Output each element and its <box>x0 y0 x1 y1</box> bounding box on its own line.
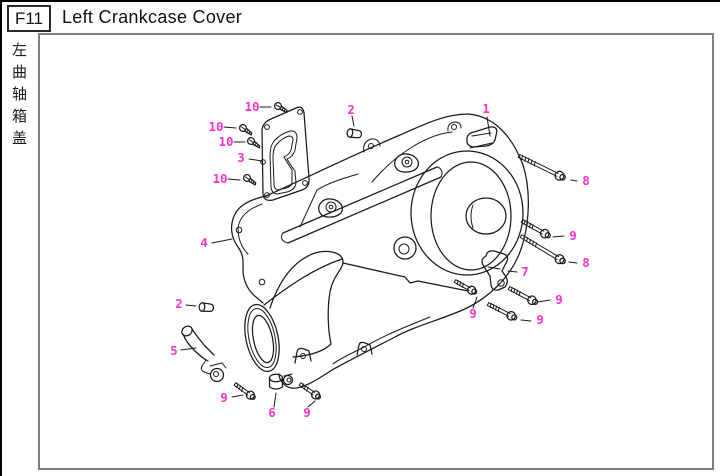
part-bracket <box>481 250 509 291</box>
part-dowel-pin-left <box>198 301 215 313</box>
part-screw-10-3 <box>245 135 263 151</box>
leader-lines <box>180 106 578 408</box>
callout-5: 5 <box>170 343 178 358</box>
diagram-frame <box>38 33 714 470</box>
part-lever <box>181 325 227 383</box>
callout-10-3: 10 <box>218 134 233 149</box>
callout-9-right-2: 9 <box>555 292 563 307</box>
part-screw-10-1 <box>272 100 290 116</box>
part-screw-10-4 <box>241 172 259 188</box>
part-cover-latch <box>466 126 498 149</box>
part-bolt-9-right-4 <box>485 299 520 323</box>
callout-3: 3 <box>237 150 245 165</box>
part-bolt-8-upper <box>516 151 568 184</box>
callout-8-upper: 8 <box>582 173 590 188</box>
part-dowel-pin-top <box>346 127 363 140</box>
callout-9-right-3: 9 <box>469 306 477 321</box>
callout-4: 4 <box>200 235 208 250</box>
callout-6: 6 <box>268 405 276 420</box>
callout-9-bottom-2: 9 <box>303 405 311 420</box>
exploded-parts-diagram: 1 2 2 3 4 5 6 7 8 8 9 9 9 9 9 9 10 10 10… <box>170 99 590 420</box>
callout-10-4: 10 <box>212 171 227 186</box>
page-border-top <box>0 0 720 2</box>
page-border-left <box>0 0 2 476</box>
part-crankcase-cover <box>231 113 529 389</box>
callout-9-right-4: 9 <box>536 312 544 327</box>
part-screw-10-2 <box>237 122 255 138</box>
callout-1: 1 <box>482 101 490 116</box>
callout-9-right-1: 9 <box>569 228 577 243</box>
page-title: Left Crankcase Cover <box>62 7 243 27</box>
part-bolt-9-right-3 <box>452 276 479 297</box>
callout-2-left: 2 <box>175 296 183 311</box>
figure-code: F11 <box>14 8 44 28</box>
part-gasket <box>260 106 310 201</box>
callout-10-1: 10 <box>244 99 259 114</box>
part-bolt-9-bottom-1 <box>232 380 258 403</box>
callout-10-2: 10 <box>208 119 223 134</box>
figure-code-box: F11 <box>7 5 51 32</box>
part-clamp <box>268 373 294 390</box>
callout-8-lower: 8 <box>582 255 590 270</box>
part-bolt-9-right-2 <box>506 283 540 308</box>
callout-9-bottom-1: 9 <box>220 390 228 405</box>
callout-7: 7 <box>521 264 529 279</box>
chinese-vertical-title: 左曲轴箱盖 <box>10 42 27 152</box>
callout-2-top: 2 <box>347 102 355 117</box>
